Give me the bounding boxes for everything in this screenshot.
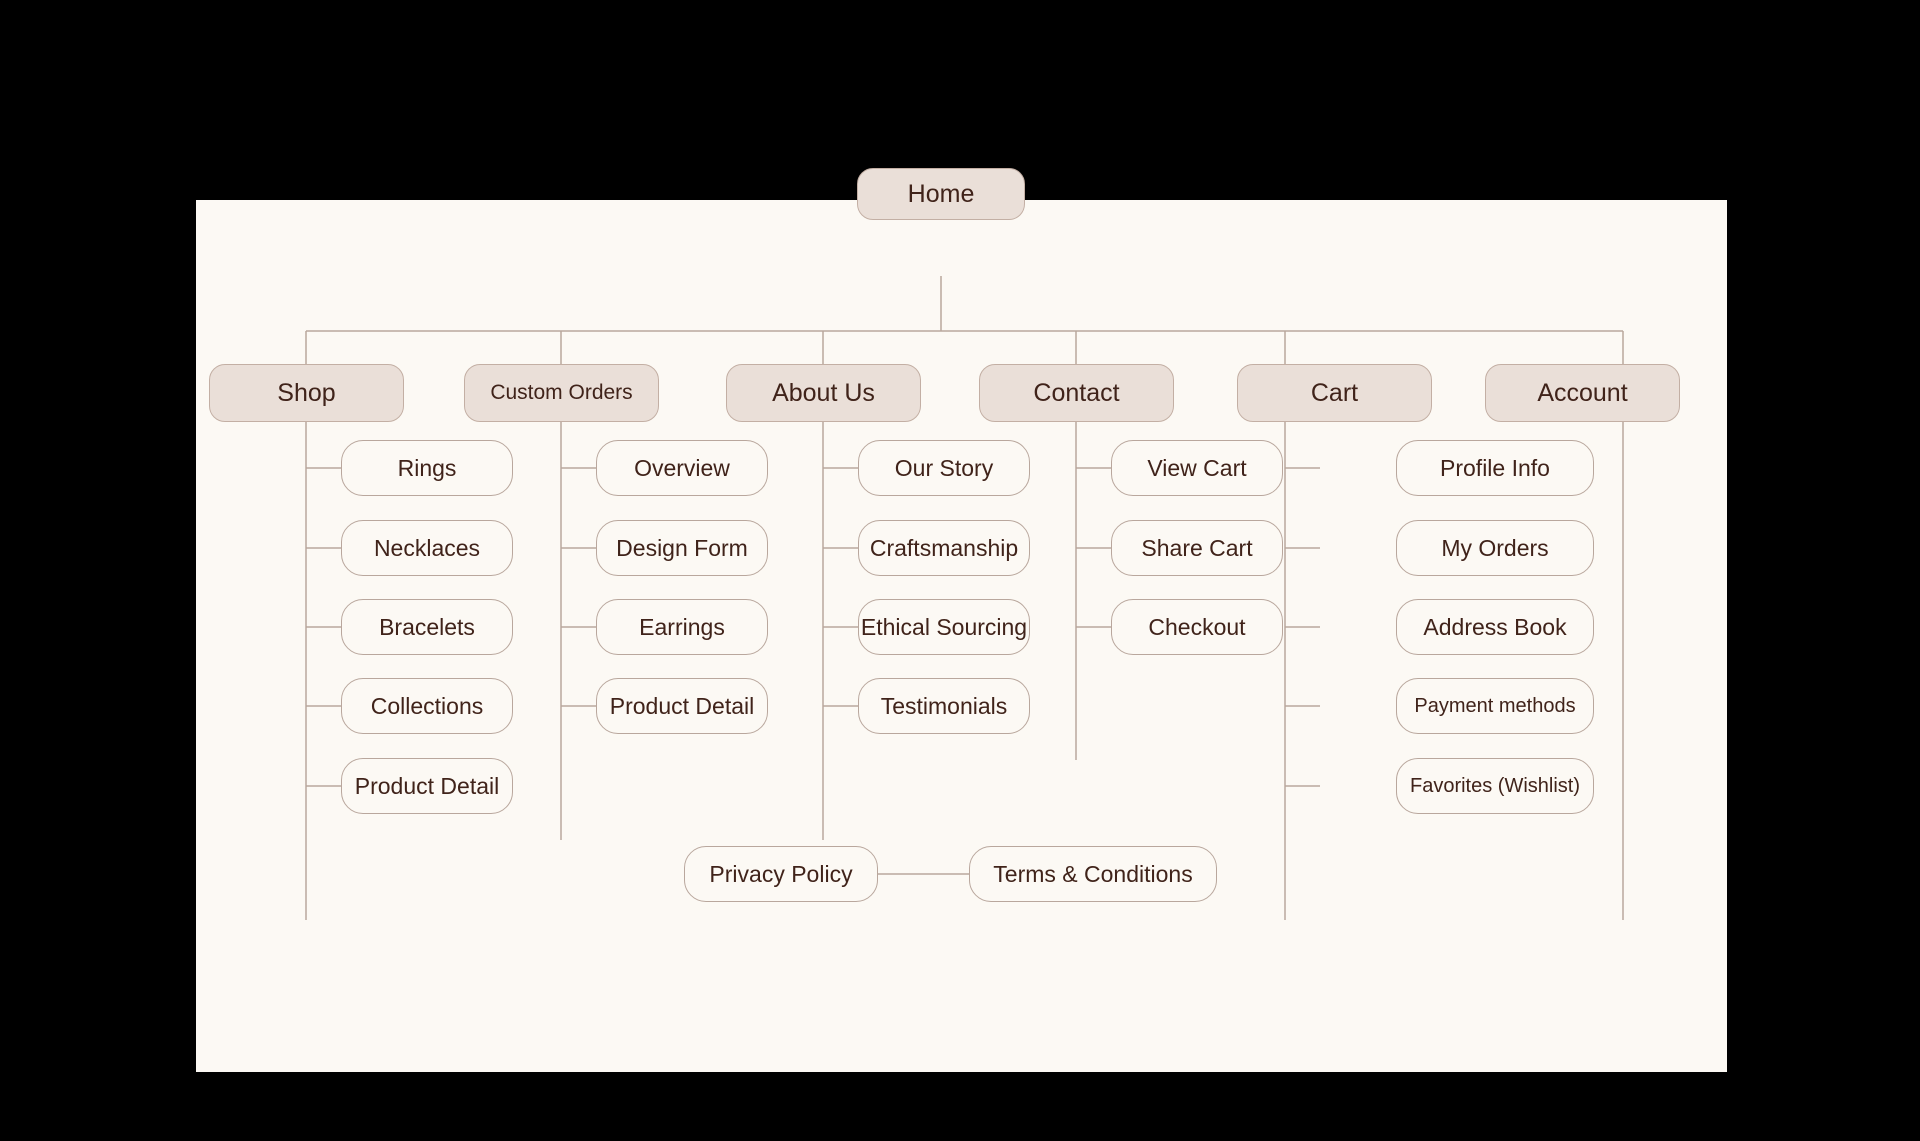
- node-label: View Cart: [1147, 454, 1247, 481]
- node-bracelets[interactable]: Bracelets: [341, 599, 513, 655]
- node-label: Earrings: [639, 613, 725, 640]
- node-necklaces[interactable]: Necklaces: [341, 520, 513, 576]
- sitemap-panel: Home Shop Custom Orders About Us Contact…: [196, 168, 1727, 1072]
- node-label: Home: [907, 179, 975, 208]
- node-cart[interactable]: Cart: [1237, 364, 1432, 422]
- node-label: Checkout: [1148, 613, 1246, 640]
- node-custom-orders[interactable]: Custom Orders: [464, 364, 659, 422]
- node-about-us[interactable]: About Us: [726, 364, 921, 422]
- node-profile-info[interactable]: Profile Info: [1396, 440, 1594, 496]
- node-label: Testimonials: [880, 692, 1008, 719]
- node-overview[interactable]: Overview: [596, 440, 768, 496]
- node-shop-product-detail[interactable]: Product Detail: [341, 758, 513, 814]
- node-label: Our Story: [894, 454, 994, 481]
- node-label: Shop: [277, 378, 336, 407]
- node-ethical-sourcing[interactable]: Ethical Sourcing: [858, 599, 1030, 655]
- node-share-cart[interactable]: Share Cart: [1111, 520, 1283, 576]
- node-testimonials[interactable]: Testimonials: [858, 678, 1030, 734]
- node-label: Custom Orders: [490, 381, 633, 404]
- node-shop[interactable]: Shop: [209, 364, 404, 422]
- node-label: Payment methods: [1414, 694, 1576, 717]
- node-design-form[interactable]: Design Form: [596, 520, 768, 576]
- node-label: Craftsmanship: [869, 534, 1019, 561]
- node-my-orders[interactable]: My Orders: [1396, 520, 1594, 576]
- node-custom-product-detail[interactable]: Product Detail: [596, 678, 768, 734]
- node-label: Privacy Policy: [709, 860, 853, 887]
- node-home[interactable]: Home: [857, 168, 1025, 220]
- node-label: Rings: [397, 454, 457, 481]
- node-label: Design Form: [616, 534, 748, 561]
- node-label: Overview: [634, 454, 730, 481]
- node-collections[interactable]: Collections: [341, 678, 513, 734]
- node-payment-methods[interactable]: Payment methods: [1396, 678, 1594, 734]
- node-rings[interactable]: Rings: [341, 440, 513, 496]
- node-label: Contact: [1033, 378, 1120, 407]
- node-label: Favorites (Wishlist): [1409, 774, 1580, 797]
- node-address-book[interactable]: Address Book: [1396, 599, 1594, 655]
- node-label: Ethical Sourcing: [860, 613, 1028, 640]
- node-contact[interactable]: Contact: [979, 364, 1174, 422]
- node-label: Bracelets: [379, 613, 475, 640]
- node-privacy-policy[interactable]: Privacy Policy: [684, 846, 878, 902]
- node-label: Account: [1537, 378, 1628, 407]
- node-label: My Orders: [1441, 534, 1549, 561]
- node-earrings[interactable]: Earrings: [596, 599, 768, 655]
- node-label: Necklaces: [373, 534, 481, 561]
- node-view-cart[interactable]: View Cart: [1111, 440, 1283, 496]
- node-craftsmanship[interactable]: Craftsmanship: [858, 520, 1030, 576]
- node-label: Terms & Conditions: [993, 860, 1193, 887]
- node-label: Collections: [370, 692, 484, 719]
- node-our-story[interactable]: Our Story: [858, 440, 1030, 496]
- node-label: Cart: [1310, 378, 1359, 407]
- node-favorites-wishlist[interactable]: Favorites (Wishlist): [1396, 758, 1594, 814]
- node-label: Address Book: [1423, 613, 1567, 640]
- node-label: Profile Info: [1440, 454, 1550, 481]
- node-label: Share Cart: [1141, 534, 1253, 561]
- node-label: Product Detail: [609, 692, 755, 719]
- node-terms-conditions[interactable]: Terms & Conditions: [969, 846, 1217, 902]
- node-account[interactable]: Account: [1485, 364, 1680, 422]
- node-label: Product Detail: [354, 772, 500, 799]
- node-label: About Us: [772, 378, 875, 407]
- node-checkout[interactable]: Checkout: [1111, 599, 1283, 655]
